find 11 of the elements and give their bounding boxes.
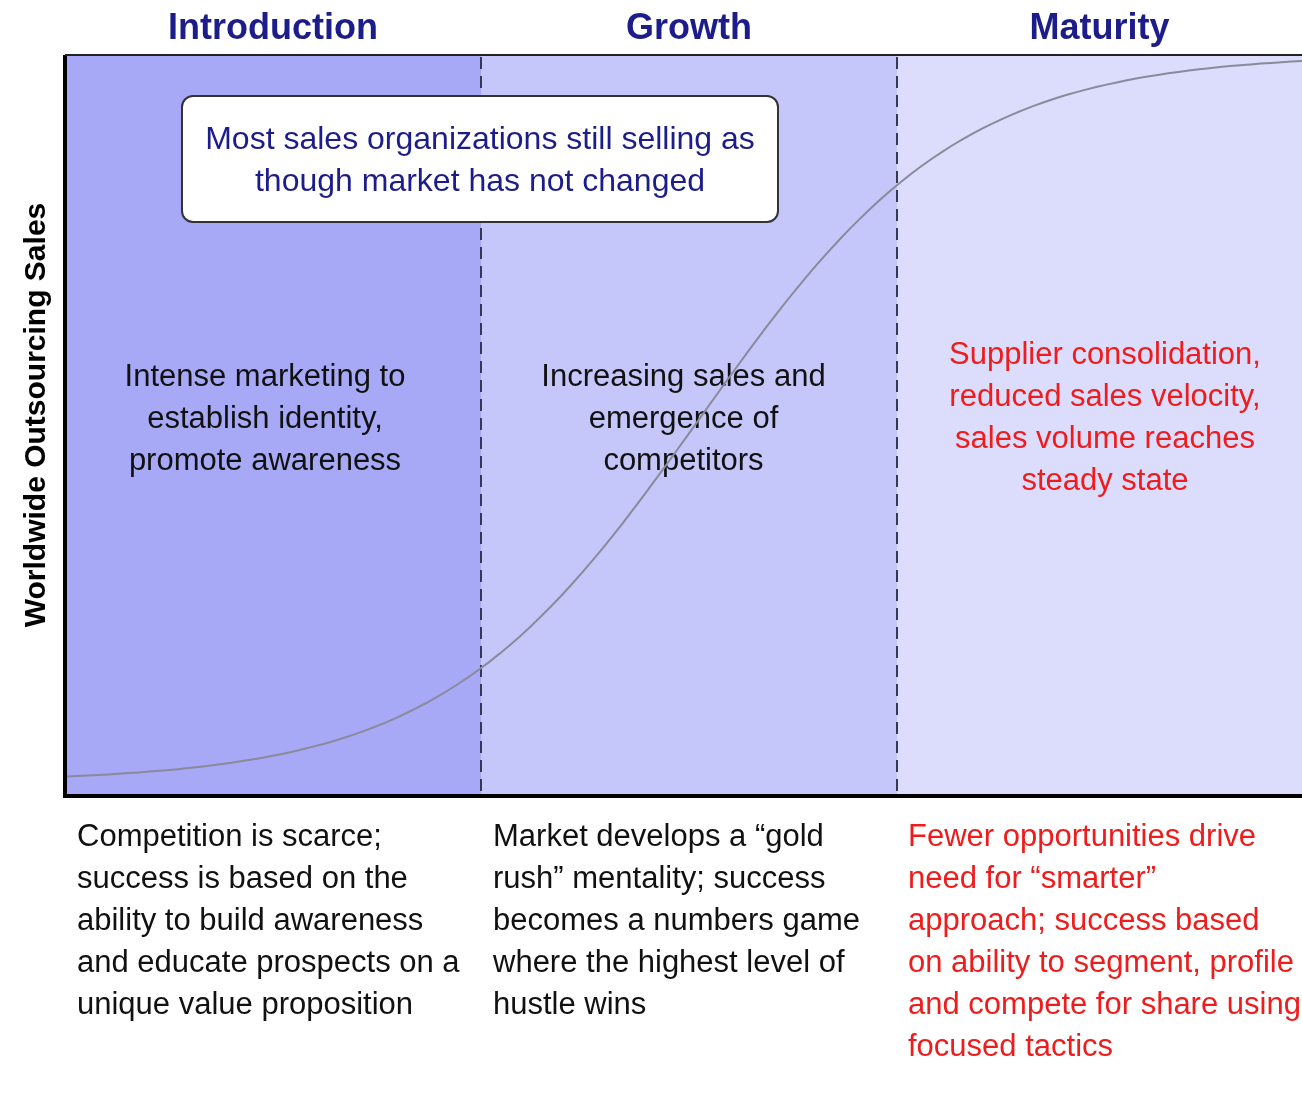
axis-title: Worldwide Outsourcing Sales [17,201,52,630]
phase-note: Fewer opportunities drive need for “smarter” approach; success based on ability to segment, profile and compete for share using focused tactics [908,817,1302,1065]
phase-heading: Growth [625,5,753,49]
phase-note: Market develops a “gold rush” mentality; success becomes a numbers game where the highest level of hustle wins [493,817,862,1023]
callout-box: Most sales organizations still selling as though market has not changed [181,95,779,223]
phase-heading: Maturity [1028,5,1171,49]
phase-description: Intense marketing to establish identity, promote awareness [123,357,407,479]
phase-note: Competition is scarce; success is based on the ability to build awareness and educate prospects on a unique value proposition [77,817,461,1023]
phase-description: Increasing sales and emergence of competitors [540,357,827,479]
phase-heading: Introduction [167,5,379,49]
phase-description: Supplier consolidation, reduced sales velocity, sales volume reaches steady state [948,335,1262,499]
